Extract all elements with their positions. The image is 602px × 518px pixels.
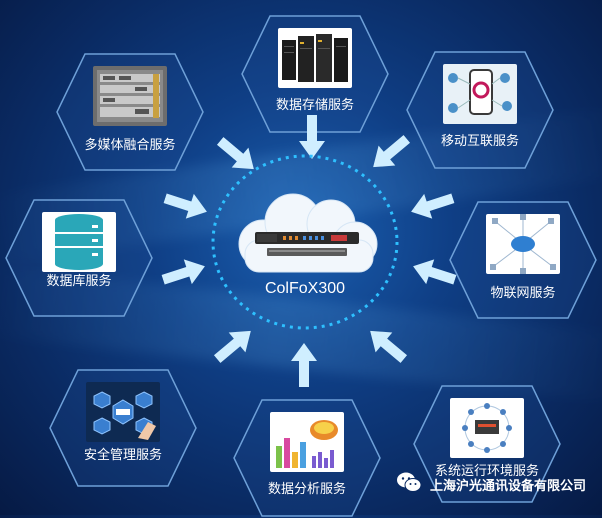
server-cabinet-icon <box>278 28 352 88</box>
service-node-analytics: 数据分析服务 <box>232 398 382 518</box>
database-cylinder-icon <box>42 212 116 272</box>
center-hub-graphic <box>211 154 399 330</box>
service-label: 物联网服务 <box>490 286 556 301</box>
arrow-icon <box>161 259 205 285</box>
wechat-icon <box>396 471 422 497</box>
network-cloud-icon <box>486 214 560 274</box>
watermark: 上海沪光通讯设备有限公司 <box>396 471 586 497</box>
service-label: 系统运行环境服务 <box>434 464 539 479</box>
service-label: 多媒体融合服务 <box>84 138 176 153</box>
service-node-environment: 系统运行环境服务 <box>412 384 562 504</box>
mobile-cloud-icon <box>443 64 517 124</box>
service-label: 安全管理服务 <box>83 448 162 463</box>
arrow-icon <box>291 343 317 387</box>
arrow-icon <box>413 259 457 285</box>
service-label: 移动互联服务 <box>440 134 519 149</box>
center-hub: ColFoX300 <box>205 152 405 332</box>
environment-node-icon <box>450 398 524 458</box>
service-node-security: 安全管理服务 <box>48 368 198 488</box>
server-rack-icon <box>93 66 167 126</box>
center-label: ColFoX300 <box>264 280 346 297</box>
service-label: 数据分析服务 <box>267 482 346 497</box>
service-label: 数据存储服务 <box>275 98 354 113</box>
arrow-icon <box>163 193 207 219</box>
service-node-mobile: 移动互联服务 <box>405 50 555 170</box>
analytics-chart-icon <box>270 412 344 472</box>
arrow-icon <box>411 193 455 219</box>
service-node-database: 数据库服务 <box>4 198 154 318</box>
service-node-multimedia: 多媒体融合服务 <box>55 52 205 172</box>
device-icon <box>255 232 359 256</box>
arrow-icon <box>373 135 411 168</box>
arrow-icon <box>370 330 408 363</box>
arrow-icon <box>299 115 325 159</box>
service-node-storage: 数据存储服务 <box>240 14 390 134</box>
service-node-iot: 物联网服务 <box>448 200 598 320</box>
security-lock-icon <box>86 382 160 442</box>
arrow-icon <box>216 137 254 170</box>
company-name: 上海沪光通讯设备有限公司 <box>429 478 586 494</box>
arrow-icon <box>213 330 251 363</box>
service-label: 数据库服务 <box>46 274 112 289</box>
